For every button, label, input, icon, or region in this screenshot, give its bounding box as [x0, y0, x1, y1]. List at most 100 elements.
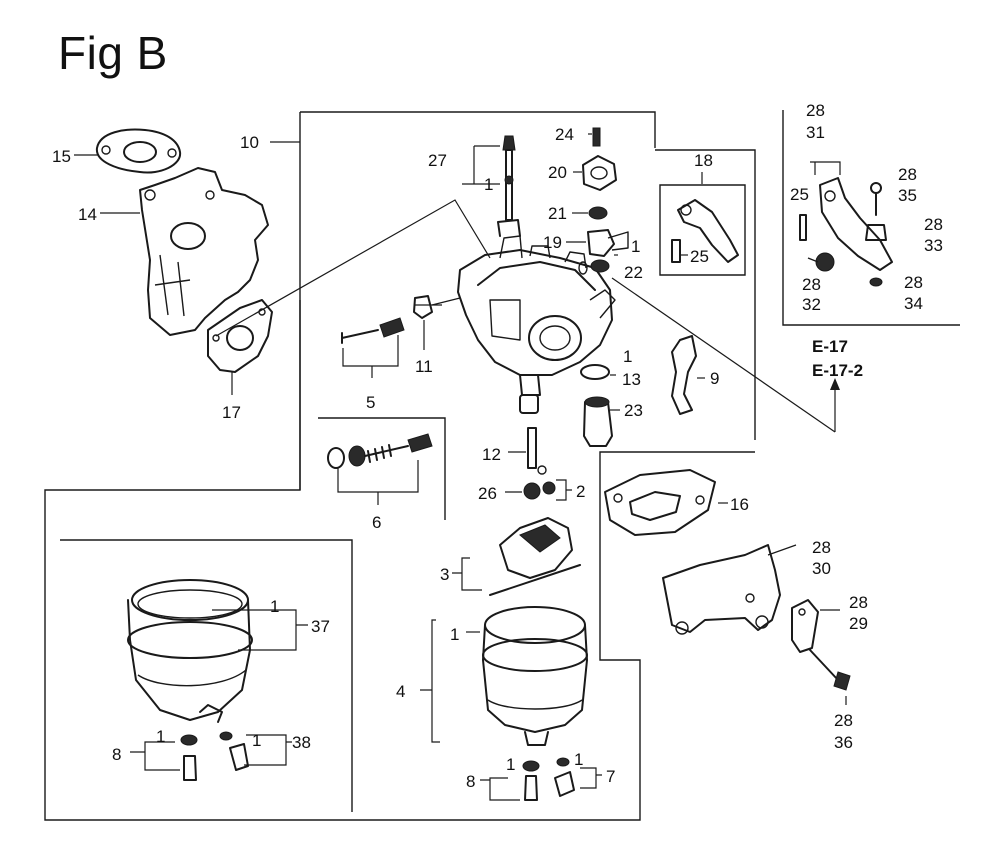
part-19-valve — [587, 229, 629, 257]
callout-34: 34 — [904, 294, 923, 313]
callout-25-lever: 25 — [690, 247, 709, 266]
part-3-float — [489, 517, 581, 596]
callout-31: 31 — [806, 123, 825, 142]
callout-9: 9 — [710, 369, 719, 388]
figure-title: Fig B — [58, 27, 168, 79]
callout-labels: 15 14 10 17 27 1 24 20 21 19 1 22 18 25 … — [52, 101, 943, 791]
callout-36: 36 — [834, 733, 853, 752]
callout-38: 38 — [292, 733, 311, 752]
choke-kit-frame — [782, 110, 960, 326]
callout-22: 22 — [624, 263, 643, 282]
callout-35: 35 — [898, 186, 917, 205]
callout-25-choke: 25 — [790, 185, 809, 204]
callout-37: 37 — [311, 617, 330, 636]
callout-20: 20 — [548, 163, 567, 182]
main-frame — [44, 111, 756, 821]
part-7-drain-screw-center — [554, 757, 575, 797]
part-25-choke-pin — [799, 214, 807, 241]
part-9-float-valve — [671, 335, 697, 415]
callout-24: 24 — [555, 125, 574, 144]
part-22-oring — [578, 259, 610, 275]
callout-1-bolt-center: 1 — [506, 755, 515, 774]
part-34-washer — [869, 277, 883, 287]
callout-1-screw: 1 — [484, 175, 493, 194]
callout-1-bowl-left: 1 — [270, 597, 279, 616]
part-21-washer — [588, 206, 608, 220]
part-37-float-bowl-kit — [127, 579, 253, 723]
part-35-screw — [870, 182, 882, 216]
callout-27: 27 — [428, 151, 447, 170]
callout-18: 18 — [694, 151, 713, 170]
callout-26: 26 — [478, 484, 497, 503]
part-20-cover — [582, 155, 617, 191]
callout-14: 14 — [78, 205, 97, 224]
part-18-lever — [677, 199, 739, 263]
callout-28-29-a: 28 — [849, 593, 868, 612]
part-6-screw-spring — [327, 433, 433, 469]
part-30-bracket — [662, 544, 781, 635]
callout-30: 30 — [812, 559, 831, 578]
reference-e17-2: E-17-2 — [812, 361, 863, 380]
part-33-collar — [865, 224, 887, 241]
part-29-stay — [791, 599, 819, 653]
callout-1-screw-left: 1 — [252, 731, 261, 750]
part-24-screw — [592, 127, 601, 147]
carburetor-body — [457, 219, 616, 414]
callout-33: 33 — [924, 236, 943, 255]
callout-1-screw-center: 1 — [574, 750, 583, 769]
callout-28-34-a: 28 — [904, 273, 923, 292]
callout-8-center: 8 — [466, 772, 475, 791]
callout-28-35-a: 28 — [898, 165, 917, 184]
callout-28-30-a: 28 — [812, 538, 831, 557]
part-5-screw-spring — [341, 317, 405, 344]
lever-kit-box — [659, 184, 746, 276]
reference-e17: E-17 — [812, 337, 848, 356]
callout-15: 15 — [52, 147, 71, 166]
callout-5: 5 — [366, 393, 375, 412]
section-frames — [44, 110, 960, 821]
leader-lines — [74, 133, 847, 801]
callout-3: 3 — [440, 565, 449, 584]
part-32-spring — [807, 252, 835, 272]
callout-16: 16 — [730, 495, 749, 514]
part-14-bracket — [139, 167, 269, 336]
part-27-screw — [502, 135, 516, 221]
callout-6: 6 — [372, 513, 381, 532]
callout-28-31-a: 28 — [806, 101, 825, 120]
part-38-drain-screw-left — [219, 731, 249, 771]
callout-1-valve: 1 — [631, 237, 640, 256]
part-23-filter — [583, 396, 613, 447]
part-12-jet — [527, 427, 537, 469]
callout-23: 23 — [624, 401, 643, 420]
callout-2: 2 — [576, 482, 585, 501]
callout-29: 29 — [849, 614, 868, 633]
callout-1-bolt-left: 1 — [156, 727, 165, 746]
part-31-choke-lever — [819, 177, 893, 271]
callout-28-33-a: 28 — [924, 215, 943, 234]
part-4-float-bowl — [482, 606, 588, 746]
reference-arrow-head — [830, 378, 840, 390]
part-8-drain-bolt-left — [180, 734, 198, 781]
callout-7: 7 — [606, 767, 615, 786]
part-36-bolt — [809, 649, 851, 691]
part-13-oring — [580, 364, 610, 380]
part-11-plug — [413, 295, 461, 319]
part-17-gasket — [207, 299, 273, 373]
inner-frame — [318, 417, 446, 520]
callout-17: 17 — [222, 403, 241, 422]
callout-12: 12 — [482, 445, 501, 464]
callout-21: 21 — [548, 204, 567, 223]
callout-10: 10 — [240, 133, 259, 152]
part-2-washer — [537, 465, 556, 495]
part-15-gasket — [95, 128, 182, 174]
part-26-needle-jet — [523, 482, 541, 500]
part-25-pin-lever — [671, 239, 681, 263]
callout-1-bowl-center: 1 — [450, 625, 459, 644]
part-16-gasket — [604, 469, 716, 536]
callout-19: 19 — [543, 233, 562, 252]
callout-8-left: 8 — [112, 745, 121, 764]
callout-1-oring: 1 — [623, 347, 632, 366]
callout-11: 11 — [415, 357, 433, 376]
callout-28-36-a: 28 — [834, 711, 853, 730]
